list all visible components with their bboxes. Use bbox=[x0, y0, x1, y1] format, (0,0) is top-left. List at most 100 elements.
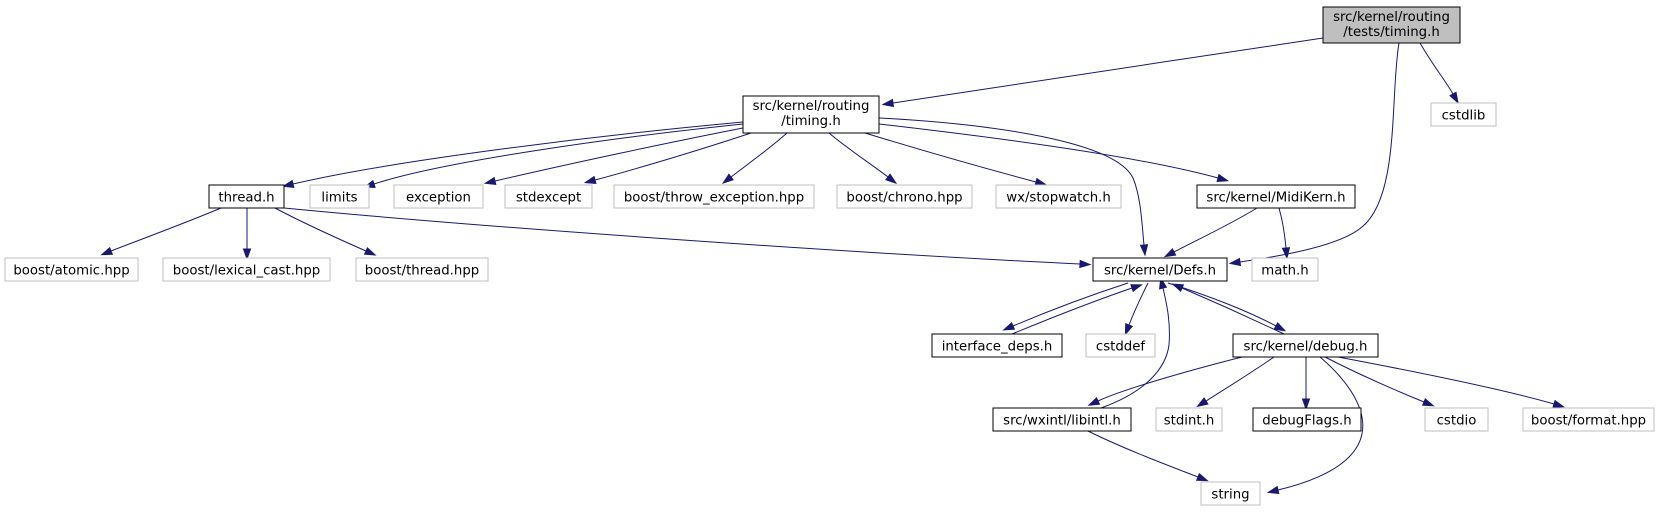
node-interface-deps[interactable]: interface_deps.h bbox=[931, 333, 1063, 358]
node-box bbox=[1155, 407, 1223, 432]
edge-line bbox=[494, 127, 744, 182]
file-nodes: src/kernel/routing/tests/timing.hsrc/ker… bbox=[4, 6, 1655, 506]
node-stdint: stdint.h bbox=[1155, 407, 1223, 432]
node-label: string bbox=[1211, 488, 1249, 503]
edge-line bbox=[1181, 287, 1285, 335]
node-label: src/wxintl/libintl.h bbox=[1003, 414, 1121, 429]
node-debug[interactable]: src/kernel/debug.h bbox=[1232, 333, 1379, 358]
edge-line bbox=[274, 207, 367, 252]
edge-line bbox=[292, 121, 744, 185]
node-midikern[interactable]: src/kernel/MidiKern.h bbox=[1196, 184, 1356, 209]
edge-debug-to-libintl bbox=[1087, 356, 1243, 406]
edge-defs-to-interface_deps bbox=[1002, 282, 1129, 331]
node-box bbox=[931, 333, 1063, 358]
arrowhead-icon bbox=[1449, 91, 1459, 105]
edge-timing-to-defs bbox=[878, 117, 1149, 257]
node-box bbox=[1522, 407, 1655, 432]
node-timing[interactable]: src/kernel/routing/timing.h bbox=[742, 95, 880, 134]
edge-line bbox=[1011, 287, 1133, 335]
node-debugflags[interactable]: debugFlags.h bbox=[1252, 407, 1362, 432]
arrowhead-icon bbox=[1281, 247, 1291, 260]
node-label: /timing.h bbox=[781, 114, 841, 129]
edge-defs-to-debug bbox=[1167, 282, 1287, 332]
arrowhead-icon bbox=[721, 173, 734, 185]
edge-line bbox=[1239, 42, 1400, 263]
edge-debug-to-debugflags bbox=[1301, 357, 1311, 411]
node-math: math.h bbox=[1251, 257, 1319, 282]
node-label: cstddef bbox=[1096, 340, 1146, 355]
edge-line bbox=[1128, 282, 1149, 326]
node-string: string bbox=[1200, 481, 1261, 506]
edge-line bbox=[1205, 356, 1275, 402]
edge-thread-to-boost_thread bbox=[274, 207, 377, 256]
node-thread[interactable]: thread.h bbox=[208, 184, 285, 209]
edge-debug-to-defs bbox=[1171, 283, 1285, 335]
node-format: boost/format.hpp bbox=[1522, 407, 1655, 432]
edge-root-to-defs bbox=[1228, 42, 1400, 267]
edge-line bbox=[828, 132, 889, 178]
arrowhead-icon bbox=[1087, 396, 1101, 406]
edge-debug-to-cstdio bbox=[1324, 356, 1435, 407]
arrowhead-icon bbox=[1195, 472, 1209, 482]
edge-line bbox=[1087, 430, 1199, 478]
arrowhead-icon bbox=[483, 176, 497, 185]
edge-timing-to-exception bbox=[483, 127, 744, 185]
node-box bbox=[504, 184, 593, 209]
edge-interface_deps-to-defs bbox=[1011, 284, 1143, 335]
edge-timing-to-thread bbox=[281, 121, 744, 188]
node-box bbox=[1322, 6, 1461, 44]
edge-timing-to-limits bbox=[363, 123, 744, 188]
edge-midikern-to-defs bbox=[1163, 207, 1258, 258]
node-label: boost/thread.hpp bbox=[365, 264, 479, 279]
node-label: boost/atomic.hpp bbox=[13, 264, 129, 279]
node-box bbox=[1252, 407, 1362, 432]
edge-thread-to-lexical_cast bbox=[242, 208, 252, 261]
edge-root-to-cstdlib bbox=[1419, 42, 1459, 105]
node-lexical-cast: boost/lexical_cast.hpp bbox=[162, 257, 331, 282]
arrowhead-icon bbox=[583, 175, 597, 184]
arrowhead-icon bbox=[281, 179, 295, 188]
node-label: exception bbox=[406, 191, 471, 206]
edge-midikern-to-math bbox=[1278, 207, 1291, 260]
arrowhead-icon bbox=[1266, 485, 1280, 494]
arrowhead-icon bbox=[1216, 173, 1230, 182]
arrowhead-icon bbox=[1228, 257, 1242, 267]
arrowhead-icon bbox=[1196, 397, 1209, 408]
node-box bbox=[393, 184, 484, 209]
node-box bbox=[355, 257, 489, 282]
node-label: /tests/timing.h bbox=[1343, 25, 1440, 40]
edge-line bbox=[110, 207, 222, 252]
node-root[interactable]: src/kernel/routing/tests/timing.h bbox=[1322, 6, 1461, 44]
node-box bbox=[995, 184, 1122, 209]
node-label: wx/stopwatch.h bbox=[1006, 191, 1111, 206]
node-box bbox=[1085, 333, 1156, 358]
node-label: interface_deps.h bbox=[942, 340, 1053, 355]
node-libintl[interactable]: src/wxintl/libintl.h bbox=[992, 407, 1132, 432]
edge-timing-to-chrono bbox=[828, 132, 898, 185]
edge-timing-to-midikern bbox=[878, 123, 1230, 182]
arrowhead-icon bbox=[363, 246, 377, 256]
node-chrono: boost/chrono.hpp bbox=[836, 184, 973, 209]
node-box bbox=[208, 184, 285, 209]
edge-line bbox=[1337, 356, 1555, 405]
edge-line bbox=[1012, 282, 1129, 327]
edge-debug-to-stdint bbox=[1196, 356, 1275, 408]
node-box bbox=[613, 184, 815, 209]
arrowhead-icon bbox=[100, 246, 114, 256]
node-stopwatch: wx/stopwatch.h bbox=[995, 184, 1122, 209]
node-cstddef: cstddef bbox=[1085, 333, 1156, 358]
node-box bbox=[4, 257, 139, 282]
edge-timing-to-throw_exception bbox=[721, 132, 788, 185]
edge-line bbox=[283, 207, 1081, 265]
node-box bbox=[309, 184, 370, 209]
edge-thread-to-atomic bbox=[100, 207, 222, 256]
node-box bbox=[992, 407, 1132, 432]
arrowhead-icon bbox=[1171, 283, 1185, 293]
node-defs[interactable]: src/kernel/Defs.h bbox=[1092, 257, 1228, 282]
node-label: src/kernel/routing bbox=[1333, 10, 1450, 25]
edge-line bbox=[1419, 42, 1454, 95]
edge-line bbox=[1277, 356, 1364, 491]
edge-thread-to-defs bbox=[283, 207, 1092, 269]
node-label: stdint.h bbox=[1164, 414, 1215, 429]
node-box bbox=[836, 184, 973, 209]
